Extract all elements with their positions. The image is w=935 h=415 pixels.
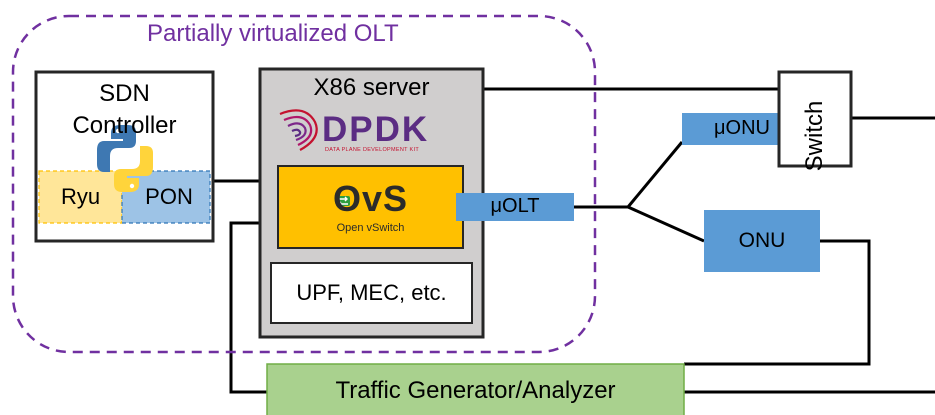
switch-label: Switch [801,100,828,172]
dpdk-logo-text: DPDK [322,110,430,149]
line-splitter-to-onu [627,205,705,243]
connection-lines [213,87,935,394]
python-icon [97,125,153,192]
ryu-box [38,170,123,224]
uonu-label: μONU [714,117,770,139]
dpdk-logo-mark [279,109,318,151]
pon-label: PON [145,184,193,209]
server-title: X86 server [313,74,430,101]
ovs-subtitle: Open vSwitch [336,222,405,234]
services-box [270,262,473,324]
onu-box [704,210,820,272]
onu-label: ONU [738,229,786,252]
ovs-arrows-icon [336,196,350,207]
traffic-generator-box [266,363,685,415]
olt-group-label: Partially virtualized OLT [147,20,399,47]
line-onu-to-traffic [684,239,871,366]
line-splitter-to-uonu [626,141,684,208]
switch-box [777,70,853,168]
ovs-logo-text: OvS [332,178,409,219]
sdn-title-line2: Controller [72,112,177,139]
ryu-label: Ryu [60,184,101,209]
uolt-label: μOLT [490,195,540,217]
dpdk-tagline: DATA PLANE DEVELOPMENT KIT [325,147,419,153]
line-server-to-traffic [229,221,267,394]
sdn-title-line1: SDN [99,80,150,107]
olt-dashed-boundary [11,14,597,354]
uolt-box [456,193,574,221]
services-label: UPF, MEC, etc. [296,280,447,305]
traffic-generator-label: Traffic Generator/Analyzer [335,377,616,404]
